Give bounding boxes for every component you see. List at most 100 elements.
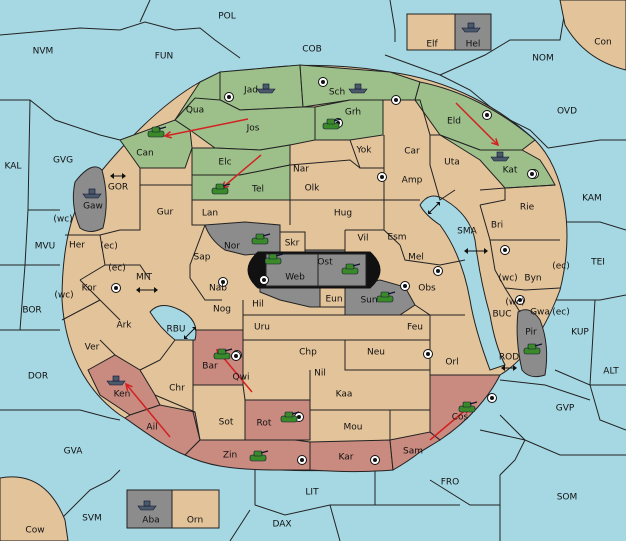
fleet-unit-icon[interactable]	[82, 188, 102, 199]
supply-center-icon	[423, 349, 433, 359]
region-label-Yok: Yok	[355, 146, 372, 156]
region-label-Chp: Chp	[299, 348, 317, 358]
land-Cow[interactable]	[0, 476, 69, 541]
fleet-unit-icon[interactable]	[461, 22, 481, 33]
region-label-Aba: Aba	[142, 516, 159, 526]
double-arrow-icon	[110, 173, 126, 179]
region-label-POL: POL	[218, 12, 236, 22]
fleet-unit-icon[interactable]	[348, 83, 368, 94]
region-label-SOM: SOM	[557, 493, 578, 503]
region-label-Her: Her	[69, 241, 85, 251]
region-label-SMA: SMA	[457, 227, 477, 237]
supply-center-icon	[259, 275, 269, 285]
region-label-GVP: GVP	[556, 404, 575, 414]
army-unit-icon[interactable]	[211, 183, 231, 195]
region-label-Olk: Olk	[305, 184, 321, 194]
region-label-Elf: Elf	[426, 40, 438, 50]
sea-RBU-inner[interactable]	[149, 305, 197, 341]
army-unit-icon[interactable]	[376, 291, 396, 303]
supply-center-icon	[433, 266, 443, 276]
region-label-ec1: (ec)	[100, 242, 118, 252]
land-Ail[interactable]	[124, 404, 201, 456]
army-unit-icon[interactable]	[147, 126, 167, 138]
region-label-NVM: NVM	[33, 47, 54, 57]
fleet-unit-icon[interactable]	[256, 83, 276, 94]
region-label-Nog: Nog	[213, 305, 231, 315]
region-label-Hil: Hil	[252, 300, 264, 310]
supply-center-icon	[318, 77, 328, 87]
region-label-MIT: MIT	[136, 273, 152, 283]
region-label-Feu: Feu	[407, 323, 423, 333]
region-label-KAL: KAL	[5, 162, 22, 172]
army-unit-icon[interactable]	[249, 450, 269, 462]
land-Rot[interactable]	[244, 399, 311, 441]
region-label-DAX: DAX	[272, 520, 291, 530]
region-label-Bri: Bri	[491, 221, 503, 231]
region-label-Sun: Sun	[360, 296, 377, 306]
move-order-arrow	[455, 102, 500, 147]
region-label-Con: Con	[594, 38, 612, 48]
region-label-Tel: Tel	[251, 185, 264, 195]
army-unit-icon[interactable]	[458, 401, 478, 413]
region-label-Obs: Obs	[418, 284, 436, 294]
army-unit-icon[interactable]	[264, 253, 284, 265]
region-label-Kaa: Kaa	[336, 390, 353, 400]
supply-center-icon	[500, 245, 510, 255]
region-label-Gaw: Gaw	[83, 202, 103, 212]
region-label-ec2: (ec)	[108, 264, 126, 274]
region-label-Uta: Uta	[444, 158, 460, 168]
army-unit-icon[interactable]	[251, 233, 271, 245]
land-Grh[interactable]	[314, 99, 384, 141]
region-label-Mel: Mel	[408, 253, 424, 263]
land-Sam[interactable]	[389, 431, 441, 471]
region-label-Amp: Amp	[402, 176, 423, 186]
region-label-GOR: GOR	[108, 183, 128, 193]
sea-SMA-inner[interactable]	[419, 195, 506, 371]
supply-center-icon	[527, 169, 537, 179]
region-label-Sam: Sam	[403, 447, 423, 457]
land-Gaw[interactable]	[72, 166, 107, 232]
region-label-Nor: Nor	[224, 242, 240, 252]
fleet-unit-icon[interactable]	[137, 500, 157, 511]
region-label-Jos: Jos	[246, 124, 260, 134]
supply-center-icon	[297, 455, 307, 465]
region-label-Hel: Hel	[466, 40, 481, 50]
region-label-Cow: Cow	[25, 526, 44, 536]
land-Ken[interactable]	[87, 354, 161, 416]
region-label-ec4: (ec)	[552, 308, 570, 318]
double-arrow-icon	[464, 248, 488, 254]
land-Elf[interactable]	[406, 13, 456, 51]
army-unit-icon[interactable]	[523, 343, 543, 355]
land-Can[interactable]	[119, 119, 193, 169]
region-label-Kar: Kar	[339, 453, 354, 463]
supply-center-icon	[482, 110, 492, 120]
region-label-KUP: KUP	[571, 328, 589, 338]
fleet-unit-icon[interactable]	[490, 151, 510, 162]
army-unit-icon[interactable]	[341, 263, 361, 275]
army-unit-icon[interactable]	[322, 118, 342, 130]
region-label-Neu: Neu	[367, 348, 385, 358]
region-label-Bar: Bar	[202, 362, 218, 372]
region-label-Can: Can	[136, 149, 154, 159]
army-unit-icon[interactable]	[213, 348, 233, 360]
region-label-wc2: (wc)	[498, 274, 517, 284]
army-unit-icon[interactable]	[280, 411, 300, 423]
region-label-Eld: Eld	[447, 117, 461, 127]
fleet-unit-icon[interactable]	[106, 375, 126, 386]
land-Pir[interactable]	[516, 309, 548, 378]
region-label-MVU: MVU	[35, 242, 56, 252]
land-Jad[interactable]	[219, 64, 304, 111]
region-label-BOR: BOR	[22, 306, 41, 316]
region-label-Gur: Gur	[157, 208, 174, 218]
region-label-ROD: ROD	[499, 353, 519, 363]
move-order-arrow	[163, 118, 249, 139]
land-Orn[interactable]	[171, 489, 220, 529]
region-label-Rie: Rie	[520, 203, 535, 213]
region-label-ALT: ALT	[603, 367, 619, 377]
region-label-Byn: Byn	[524, 274, 541, 284]
supply-centers	[111, 77, 539, 465]
region-label-Chr: Chr	[169, 384, 185, 394]
region-label-GVA: GVA	[64, 447, 84, 457]
